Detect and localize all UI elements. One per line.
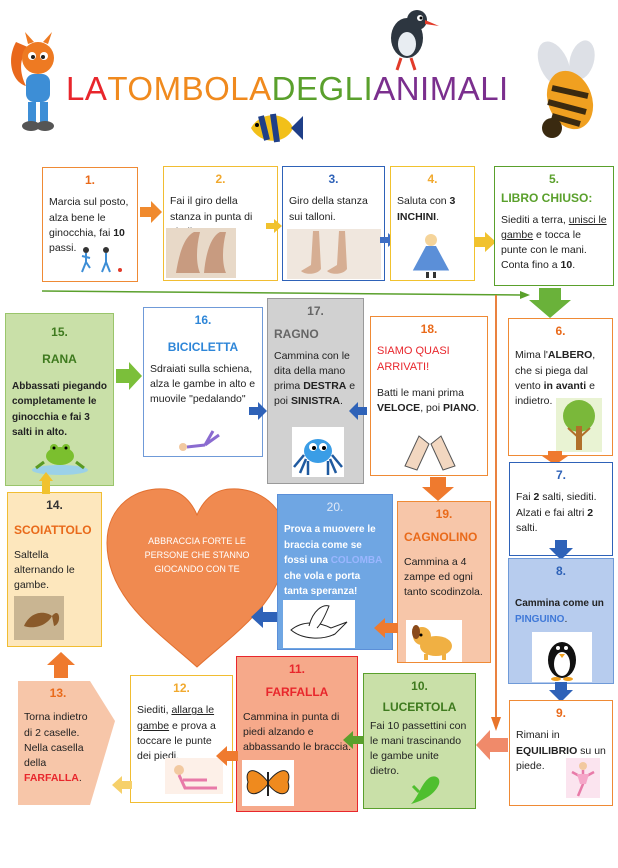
arrow-down-icon — [542, 451, 568, 465]
arrow-up-icon — [39, 472, 53, 494]
cell-number: 1. — [84, 173, 95, 187]
puppy-icon — [406, 620, 462, 662]
heels-feet-icon — [287, 229, 381, 279]
cell-11: 11. FARFALLA Cammina in punta di piedi a… — [236, 656, 358, 812]
bicycle-kid-icon — [175, 425, 225, 453]
arrow-right-icon — [116, 362, 142, 390]
title-word-3: DEGLI — [271, 70, 374, 107]
arrow-left-icon — [349, 402, 367, 420]
arrow-left-icon — [112, 776, 132, 794]
arrow-left-icon — [476, 730, 508, 760]
bee-icon — [530, 40, 612, 140]
spider-icon — [292, 427, 344, 477]
cell-13: 13. Torna indietro di 2 caselle. Nella c… — [24, 686, 88, 785]
marching-kid-icon — [76, 246, 126, 274]
butterfly-icon — [242, 760, 294, 806]
tiptoe-feet-icon — [166, 228, 236, 278]
arrow-left-icon — [251, 606, 277, 628]
arrow-down-icon — [549, 540, 573, 560]
arrow-left-icon — [216, 746, 238, 766]
penguin-icon — [532, 632, 592, 682]
heart-text: ABBRACCIA FORTE LE PERSONE CHE STANNO GI… — [144, 536, 250, 574]
arrow-up-icon — [47, 652, 75, 678]
lizard-icon — [405, 770, 445, 808]
fish-icon — [247, 108, 303, 148]
bowing-girl-icon — [400, 232, 462, 280]
frog-icon — [30, 440, 90, 476]
cell-18: 18. SIAMO QUASI ARRIVATI! Batti le mani … — [370, 316, 488, 476]
title-word-2: TOMBOLA — [107, 70, 272, 107]
bird-icon — [383, 4, 441, 72]
arrow-right-icon — [266, 219, 282, 233]
arrow-left-icon — [343, 731, 363, 749]
arrow-left-icon — [374, 618, 398, 638]
clapping-hands-icon — [395, 430, 465, 472]
tree-icon — [556, 398, 602, 452]
squirrel-jump-icon — [14, 596, 64, 640]
cell-15: 15. RANA Abbassati piegando completament… — [5, 313, 114, 486]
balancing-fairy-icon — [566, 758, 600, 798]
arrow-down-icon — [422, 477, 454, 501]
title-word-4: ANIMALI — [373, 70, 509, 107]
cell-1: 1. Marcia sul posto, alza bene le ginocc… — [42, 167, 138, 282]
title-word-1: LA — [66, 70, 108, 107]
cell-5: 5. LIBRO CHIUSO: Siediti a terra, unisci… — [494, 166, 614, 286]
cell-10: 10. LUCERTOLA Fai 10 passettini con le m… — [363, 673, 476, 809]
arrow-right-icon — [140, 201, 162, 223]
arrow-right-icon — [474, 232, 496, 252]
dove-icon — [283, 600, 355, 648]
cell-16: 16. BICICLETTA Sdraiati sulla schiena, a… — [143, 307, 263, 457]
stretching-girl-icon — [165, 758, 223, 794]
arrow-down-icon — [529, 288, 571, 318]
squirrel-icon — [8, 30, 64, 135]
arrow-right-icon — [249, 402, 267, 420]
cell-13-shape — [18, 681, 115, 805]
page-title: LA TOMBOLA DEGLI ANIMALI — [66, 70, 536, 116]
cell-7: 7. Fai 2 salti, siediti. Alzati e fai al… — [509, 462, 613, 556]
heart-icon — [106, 488, 288, 668]
arrow-down-icon — [549, 682, 573, 702]
connector-line — [41, 290, 530, 299]
connector-line-vertical — [491, 295, 501, 731]
